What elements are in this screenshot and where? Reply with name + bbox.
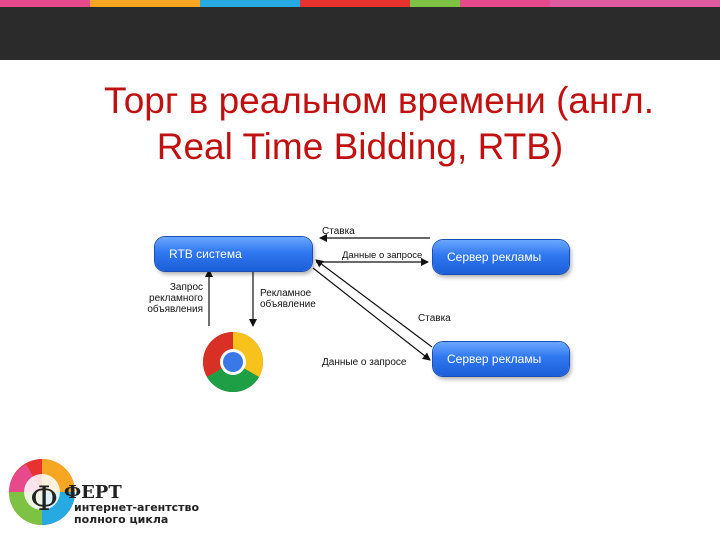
- top-color-stripe: [0, 0, 720, 7]
- ad-request-label: Запрос рекламного объявления: [139, 282, 203, 315]
- logo-tagline: интернет-агентство полного цикла: [74, 502, 199, 526]
- ad-server-1-label: Сервер рекламы: [447, 250, 542, 264]
- ad-unit-line-2: объявление: [260, 299, 316, 310]
- rtb-system-label: RTB система: [169, 247, 242, 261]
- bid-label-middle: Ставка: [418, 313, 451, 324]
- bid-label-top: Ставка: [322, 226, 355, 237]
- ad-request-line-2: рекламного: [149, 293, 203, 304]
- title-line-1: Торг в реальном времени (англ.: [104, 80, 654, 121]
- ad-unit-line-1: Рекламное: [260, 288, 312, 299]
- rtb-system-box: RTB система: [155, 237, 312, 271]
- ad-server-box-2: Сервер рекламы: [433, 342, 569, 376]
- title-line-2: Real Time Bidding, RTB): [156, 126, 564, 167]
- logo-tagline-line-1: интернет-агентство: [74, 501, 200, 514]
- header-bar: [0, 7, 720, 60]
- request-data-label-bottom: Данные о запросе: [322, 357, 407, 368]
- fert-logo-icon: Ф: [9, 459, 75, 525]
- ad-unit-label: Рекламное объявление: [260, 288, 316, 310]
- arrow-bid-middle: [315, 259, 433, 348]
- logo-brand: ФЕРТ: [64, 482, 122, 503]
- arrow-request-bottom: [312, 267, 431, 361]
- logo-tagline-line-2: полного цикла: [74, 513, 169, 526]
- ad-server-box-1: Сервер рекламы: [433, 240, 569, 274]
- slide-title: Торг в реальном времени (англ. Real Time…: [0, 78, 720, 170]
- request-data-label-top: Данные о запросе: [342, 250, 423, 261]
- ad-request-line-1: Запрос: [169, 282, 203, 293]
- chrome-browser-icon: [202, 332, 264, 393]
- ad-request-line-3: объявления: [147, 304, 203, 315]
- ad-server-2-label: Сервер рекламы: [447, 352, 542, 366]
- svg-text:Ф: Ф: [30, 479, 58, 519]
